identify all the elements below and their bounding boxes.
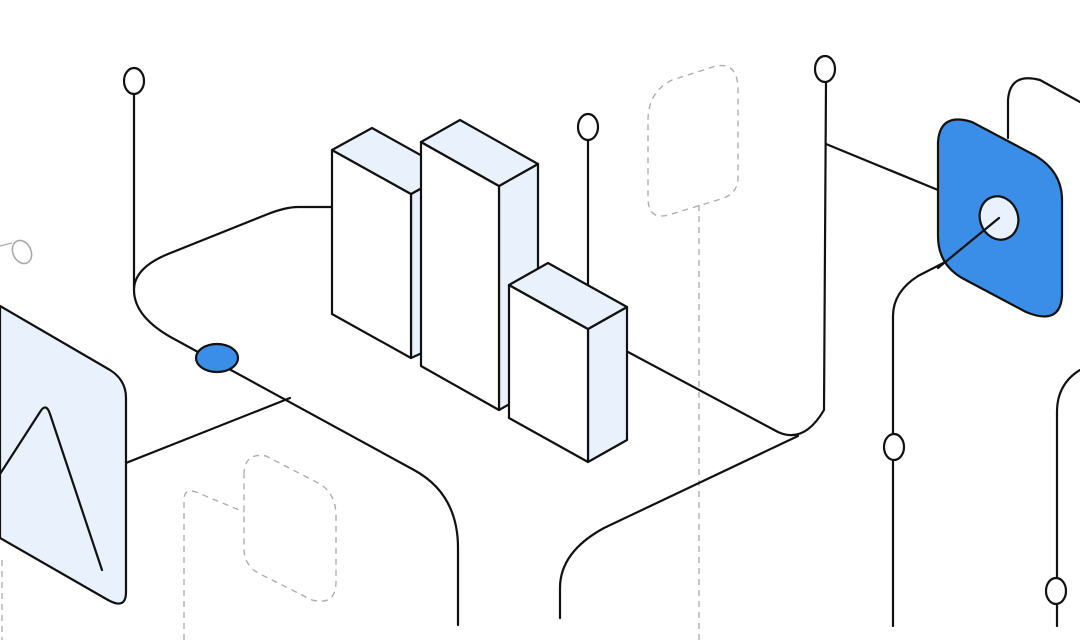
top-right-loop xyxy=(1006,77,1080,140)
central-platform-outline xyxy=(132,205,460,627)
graph-line xyxy=(0,406,104,572)
connector-pin-icon xyxy=(813,54,837,84)
faded-bracket-bottom xyxy=(183,490,245,640)
line-graph-panel-icon xyxy=(0,304,128,605)
faded-background-shapes xyxy=(0,64,739,640)
connector-pin-icon xyxy=(882,432,906,462)
connector-pin-icon xyxy=(122,66,146,96)
platform-right-edge xyxy=(626,80,828,437)
faded-hexagon-top xyxy=(647,64,739,217)
hexagon-node-icon xyxy=(936,118,1064,318)
faded-left-stub xyxy=(0,242,13,247)
faded-connector-pin-icon xyxy=(11,239,33,265)
blue-node-dot xyxy=(194,342,240,374)
bar-chart-icon xyxy=(330,118,629,464)
bar-short xyxy=(507,261,629,464)
hexagon-socket-link xyxy=(936,216,1001,270)
connector-pin-icon xyxy=(576,112,600,142)
hexagon-connector xyxy=(824,142,940,192)
faded-hexagon-bottom xyxy=(243,454,337,602)
network-lines xyxy=(124,77,1080,628)
connector-pins xyxy=(122,54,1068,606)
bottom-right-loop xyxy=(1055,368,1080,582)
lower-right-curve xyxy=(558,434,800,620)
connector-pin-icon xyxy=(1044,576,1068,606)
right-loop-line xyxy=(891,238,990,438)
panel-connector xyxy=(124,396,292,465)
